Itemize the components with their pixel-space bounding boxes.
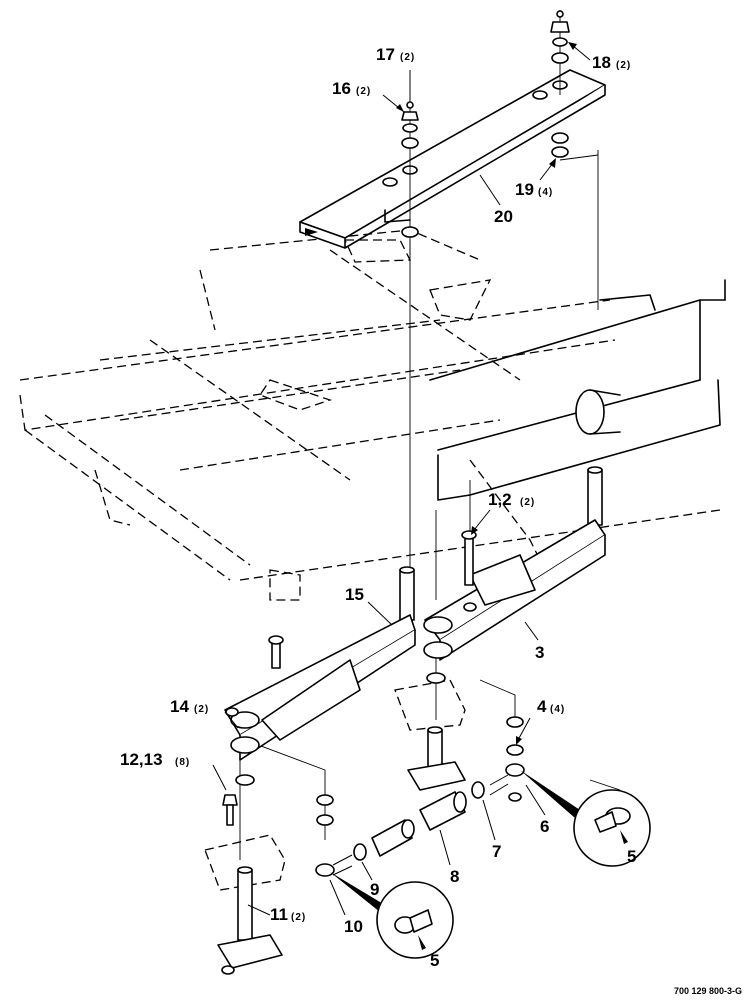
svg-text:(2): (2) — [400, 52, 415, 63]
right-frame-rail — [429, 279, 726, 501]
svg-text:19: 19 — [515, 180, 534, 199]
svg-text:15: 15 — [345, 585, 364, 604]
detail-bubble-right — [520, 770, 651, 867]
svg-text:17: 17 — [376, 45, 395, 64]
callout-19: 19 (4) — [515, 180, 553, 199]
svg-text:(2): (2) — [616, 60, 631, 71]
svg-text:3: 3 — [535, 643, 544, 662]
svg-text:4: 4 — [537, 697, 547, 716]
hardware-stack-16-17 — [401, 100, 419, 255]
svg-text:16: 16 — [332, 79, 351, 98]
svg-text:(8): (8) — [175, 757, 190, 768]
callout-8: 8 — [450, 867, 459, 886]
callout-18: 18 (2) — [592, 53, 631, 72]
callout-5-left: 5 — [430, 951, 439, 970]
callout-11: 11 (2) — [270, 905, 306, 924]
callout-3: 3 — [535, 643, 544, 662]
svg-text:5: 5 — [627, 847, 636, 866]
svg-text:(2): (2) — [356, 86, 371, 97]
document-number: 700 129 800-3-G — [674, 986, 742, 996]
svg-text:6: 6 — [540, 817, 549, 836]
washers — [235, 672, 524, 826]
callout-4: 4 (4) — [537, 697, 565, 716]
spindle-arm-3 — [423, 466, 606, 661]
svg-text:(2): (2) — [520, 497, 535, 508]
svg-text:20: 20 — [494, 207, 513, 226]
callout-5-right: 5 — [627, 847, 636, 866]
svg-text:14: 14 — [170, 697, 189, 716]
svg-text:(4): (4) — [538, 187, 553, 198]
svg-text:1,2: 1,2 — [488, 490, 512, 509]
svg-text:9: 9 — [370, 880, 379, 899]
frame-outline — [19, 229, 721, 601]
svg-text:7: 7 — [492, 842, 501, 861]
bolt-arm-15 — [268, 635, 284, 669]
callout-14: 14 (2) — [170, 697, 209, 716]
svg-text:12,13: 12,13 — [120, 750, 163, 769]
hardware-stack-18 — [550, 10, 570, 158]
callout-15: 15 — [345, 585, 364, 604]
spindle-arm-15 — [224, 566, 416, 761]
svg-text:10: 10 — [344, 917, 363, 936]
callout-10: 10 — [344, 917, 363, 936]
svg-text:(2): (2) — [291, 912, 306, 923]
svg-text:8: 8 — [450, 867, 459, 886]
svg-text:18: 18 — [592, 53, 611, 72]
callout-7: 7 — [492, 842, 501, 861]
callout-12-13: 12,13 (8) — [120, 750, 190, 769]
callout-9: 9 — [370, 880, 379, 899]
svg-text:11: 11 — [270, 905, 288, 924]
callout-1-2: 1,2 (2) — [488, 490, 535, 509]
leader-lines — [212, 42, 591, 916]
tie-rod-assembly — [315, 763, 525, 877]
bolt-12-13 — [222, 794, 238, 826]
callout-20: 20 — [494, 207, 513, 226]
callout-17: 17 (2) — [376, 45, 415, 64]
callout-16: 16 (2) — [332, 79, 371, 98]
spindle-post-11 — [217, 866, 283, 975]
svg-text:(2): (2) — [194, 704, 209, 715]
detail-bubble-left — [330, 872, 454, 959]
svg-text:5: 5 — [430, 951, 439, 970]
spindle-post-center — [407, 726, 466, 791]
callout-6: 6 — [540, 817, 549, 836]
svg-text:(4): (4) — [550, 704, 565, 715]
